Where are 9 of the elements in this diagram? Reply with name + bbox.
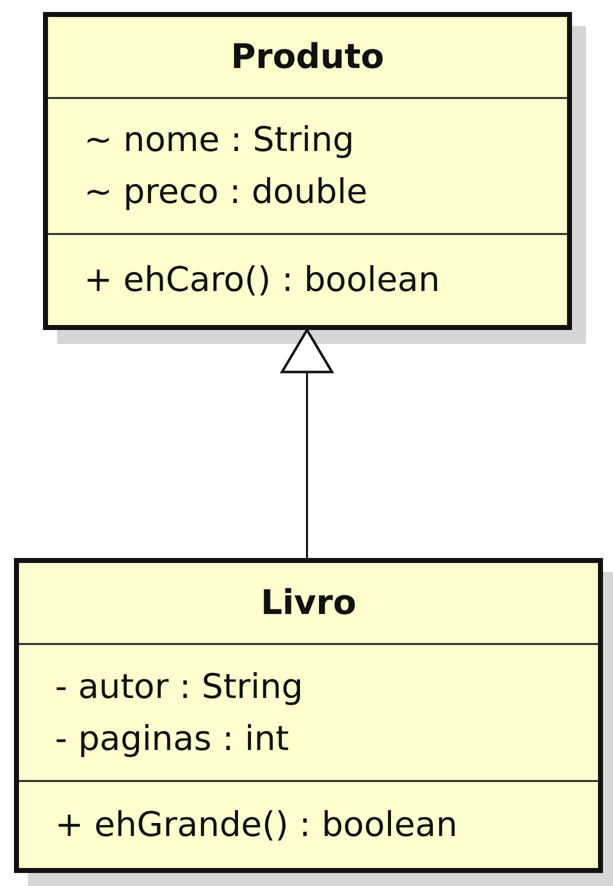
attribute-text: - paginas : int	[55, 718, 290, 760]
attribute-text: ~ preco : double	[84, 171, 368, 214]
class-name: Livro	[260, 582, 356, 625]
attribute-text: - autor : String	[55, 666, 304, 708]
method-text: + ehCaro() : boolean	[84, 259, 440, 302]
class-name: Produto	[230, 36, 384, 79]
inheritance-arrow	[280, 328, 334, 558]
attribute-text: ~ nome : String	[84, 119, 354, 162]
method-text: + ehGrande() : boolean	[55, 804, 458, 847]
